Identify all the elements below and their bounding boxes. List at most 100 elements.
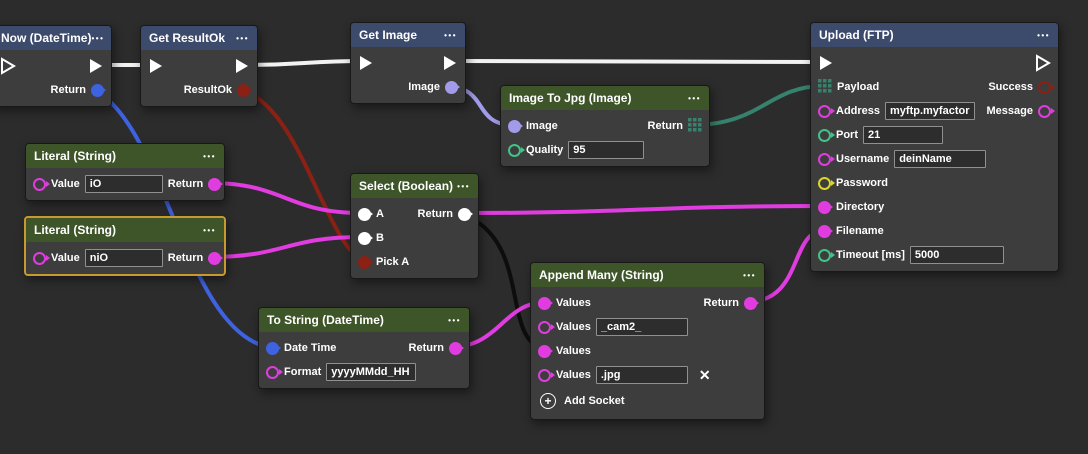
input-socket-values-4[interactable] bbox=[538, 368, 551, 382]
values-2-input[interactable] bbox=[595, 318, 688, 336]
wire-get_image.exec-to-upload_ftp.exec[interactable] bbox=[450, 59, 832, 64]
exec-in-pin[interactable] bbox=[818, 54, 834, 72]
output-socket-return[interactable] bbox=[449, 341, 462, 355]
node-append-many-string[interactable]: Append Many (String) ••• Values Return V… bbox=[530, 262, 765, 420]
input-socket-timeout[interactable] bbox=[818, 248, 831, 262]
exec-in-pin[interactable] bbox=[358, 54, 374, 72]
node-menu-icon[interactable]: ••• bbox=[236, 33, 249, 43]
output-socket-return[interactable] bbox=[744, 296, 757, 310]
node-menu-icon[interactable]: ••• bbox=[91, 33, 105, 43]
wire-get_resultok.exec-to-get_image.exec[interactable] bbox=[241, 59, 368, 67]
node-header[interactable]: Now (DateTime) ••• bbox=[0, 26, 111, 50]
exec-in-pin[interactable] bbox=[148, 57, 164, 75]
node-header[interactable]: Append Many (String) ••• bbox=[531, 263, 764, 287]
node-menu-icon[interactable]: ••• bbox=[1037, 30, 1050, 40]
input-socket-address[interactable] bbox=[818, 104, 831, 118]
input-socket-format[interactable] bbox=[266, 365, 279, 379]
address-input[interactable] bbox=[885, 102, 976, 120]
node-header[interactable]: Image To Jpg (Image) ••• bbox=[501, 86, 709, 110]
wire-image_to_jpg.return-to-upload_ftp.payload[interactable] bbox=[690, 84, 826, 127]
add-socket-button[interactable]: + Add Socket bbox=[531, 387, 764, 415]
value-input[interactable] bbox=[84, 175, 163, 193]
input-socket-datetime[interactable] bbox=[266, 341, 279, 355]
input-socket-port[interactable] bbox=[818, 128, 831, 142]
input-socket-value[interactable] bbox=[33, 177, 46, 191]
exec-out-pin[interactable] bbox=[442, 54, 458, 72]
exec-out-pin[interactable] bbox=[1035, 54, 1051, 72]
output-socket-resultok[interactable] bbox=[237, 83, 250, 97]
node-menu-icon[interactable]: ••• bbox=[743, 270, 756, 280]
node-header[interactable]: To String (DateTime) ••• bbox=[259, 308, 469, 332]
input-socket-payload-grid-icon[interactable] bbox=[818, 78, 832, 96]
node-get-resultok[interactable]: Get ResultOk ••• ResultOk bbox=[140, 25, 258, 107]
exec-out-pin[interactable] bbox=[88, 57, 104, 75]
input-socket-pick-a[interactable] bbox=[358, 255, 371, 269]
input-label-values-2: Values bbox=[556, 321, 591, 333]
output-label-return: Return bbox=[408, 342, 444, 354]
input-socket-values-3[interactable] bbox=[538, 344, 551, 358]
output-socket-image[interactable] bbox=[445, 80, 458, 94]
node-header[interactable]: Upload (FTP) ••• bbox=[811, 23, 1058, 47]
input-socket-quality[interactable] bbox=[508, 143, 521, 157]
node-get-image[interactable]: Get Image ••• Image bbox=[350, 22, 466, 104]
input-socket-value[interactable] bbox=[33, 251, 46, 265]
node-menu-icon[interactable]: ••• bbox=[203, 151, 216, 161]
node-menu-icon[interactable]: ••• bbox=[444, 30, 457, 40]
input-label-values-3: Values bbox=[556, 345, 591, 357]
quality-input[interactable] bbox=[568, 141, 645, 159]
input-socket-a[interactable] bbox=[358, 207, 371, 221]
input-socket-password[interactable] bbox=[818, 176, 831, 190]
node-literal-string-nio[interactable]: Literal (String) ••• Value Return bbox=[24, 216, 226, 276]
node-select-boolean[interactable]: Select (Boolean) ••• A Return B Pick A bbox=[350, 173, 479, 279]
output-label-return: Return bbox=[167, 178, 204, 190]
output-socket-return[interactable] bbox=[208, 177, 222, 191]
output-socket-return[interactable] bbox=[91, 83, 104, 97]
wire-literal_io.return-to-select_boolean.a[interactable] bbox=[207, 181, 364, 215]
input-socket-filename[interactable] bbox=[818, 224, 831, 238]
values-4-input[interactable] bbox=[595, 366, 688, 384]
wire-literal_nio.return-to-select_boolean.b[interactable] bbox=[207, 235, 364, 259]
output-socket-bytes-grid-icon[interactable] bbox=[688, 117, 702, 135]
exec-out-pin[interactable] bbox=[234, 57, 250, 75]
wire-get_resultok.resultok-to-select_boolean.pick_a[interactable] bbox=[237, 87, 364, 263]
username-input[interactable] bbox=[894, 150, 987, 168]
output-socket-return[interactable] bbox=[458, 207, 471, 221]
wire-select_boolean.return-to-upload_ftp.directory[interactable] bbox=[458, 204, 828, 215]
exec-in-pin[interactable] bbox=[0, 57, 16, 75]
node-now-datetime[interactable]: Now (DateTime) ••• Return bbox=[0, 25, 112, 107]
node-header[interactable]: Select (Boolean) ••• bbox=[351, 174, 478, 198]
node-to-string-datetime[interactable]: To String (DateTime) ••• Date Time Retur… bbox=[258, 307, 470, 389]
node-title: Upload (FTP) bbox=[819, 28, 894, 42]
output-socket-message[interactable] bbox=[1038, 104, 1051, 118]
node-upload-ftp[interactable]: Upload (FTP) ••• Payload Success Address bbox=[810, 22, 1059, 272]
port-input[interactable] bbox=[863, 126, 943, 144]
output-label-return: Return bbox=[417, 208, 453, 220]
input-label-username: Username bbox=[836, 153, 890, 165]
output-socket-return[interactable] bbox=[208, 251, 222, 265]
node-menu-icon[interactable]: ••• bbox=[688, 93, 701, 103]
node-header[interactable]: Get Image ••• bbox=[351, 23, 465, 47]
input-socket-values-2[interactable] bbox=[538, 320, 551, 334]
node-menu-icon[interactable]: ••• bbox=[448, 315, 461, 325]
node-header[interactable]: Literal (String) ••• bbox=[26, 218, 224, 242]
node-menu-icon[interactable]: ••• bbox=[457, 181, 470, 191]
node-header[interactable]: Get ResultOk ••• bbox=[141, 26, 257, 50]
node-menu-icon[interactable]: ••• bbox=[203, 225, 216, 235]
output-socket-success[interactable] bbox=[1038, 80, 1051, 94]
timeout-input[interactable] bbox=[909, 246, 1004, 264]
node-image-to-jpg[interactable]: Image To Jpg (Image) ••• Image Return Qu… bbox=[500, 85, 710, 167]
value-input[interactable] bbox=[84, 249, 163, 267]
node-header[interactable]: Literal (String) ••• bbox=[26, 144, 224, 168]
delete-socket-icon[interactable]: ✕ bbox=[698, 366, 711, 383]
input-socket-values-1[interactable] bbox=[538, 296, 551, 310]
format-input[interactable] bbox=[326, 363, 417, 381]
input-socket-directory[interactable] bbox=[818, 200, 831, 214]
output-label-return: Return bbox=[50, 84, 86, 96]
node-title: Literal (String) bbox=[34, 149, 117, 163]
input-socket-b[interactable] bbox=[358, 231, 371, 245]
node-literal-string-io[interactable]: Literal (String) ••• Value Return bbox=[25, 143, 225, 201]
input-socket-username[interactable] bbox=[818, 152, 831, 166]
input-socket-image[interactable] bbox=[508, 119, 521, 133]
input-label-value: Value bbox=[51, 178, 80, 190]
